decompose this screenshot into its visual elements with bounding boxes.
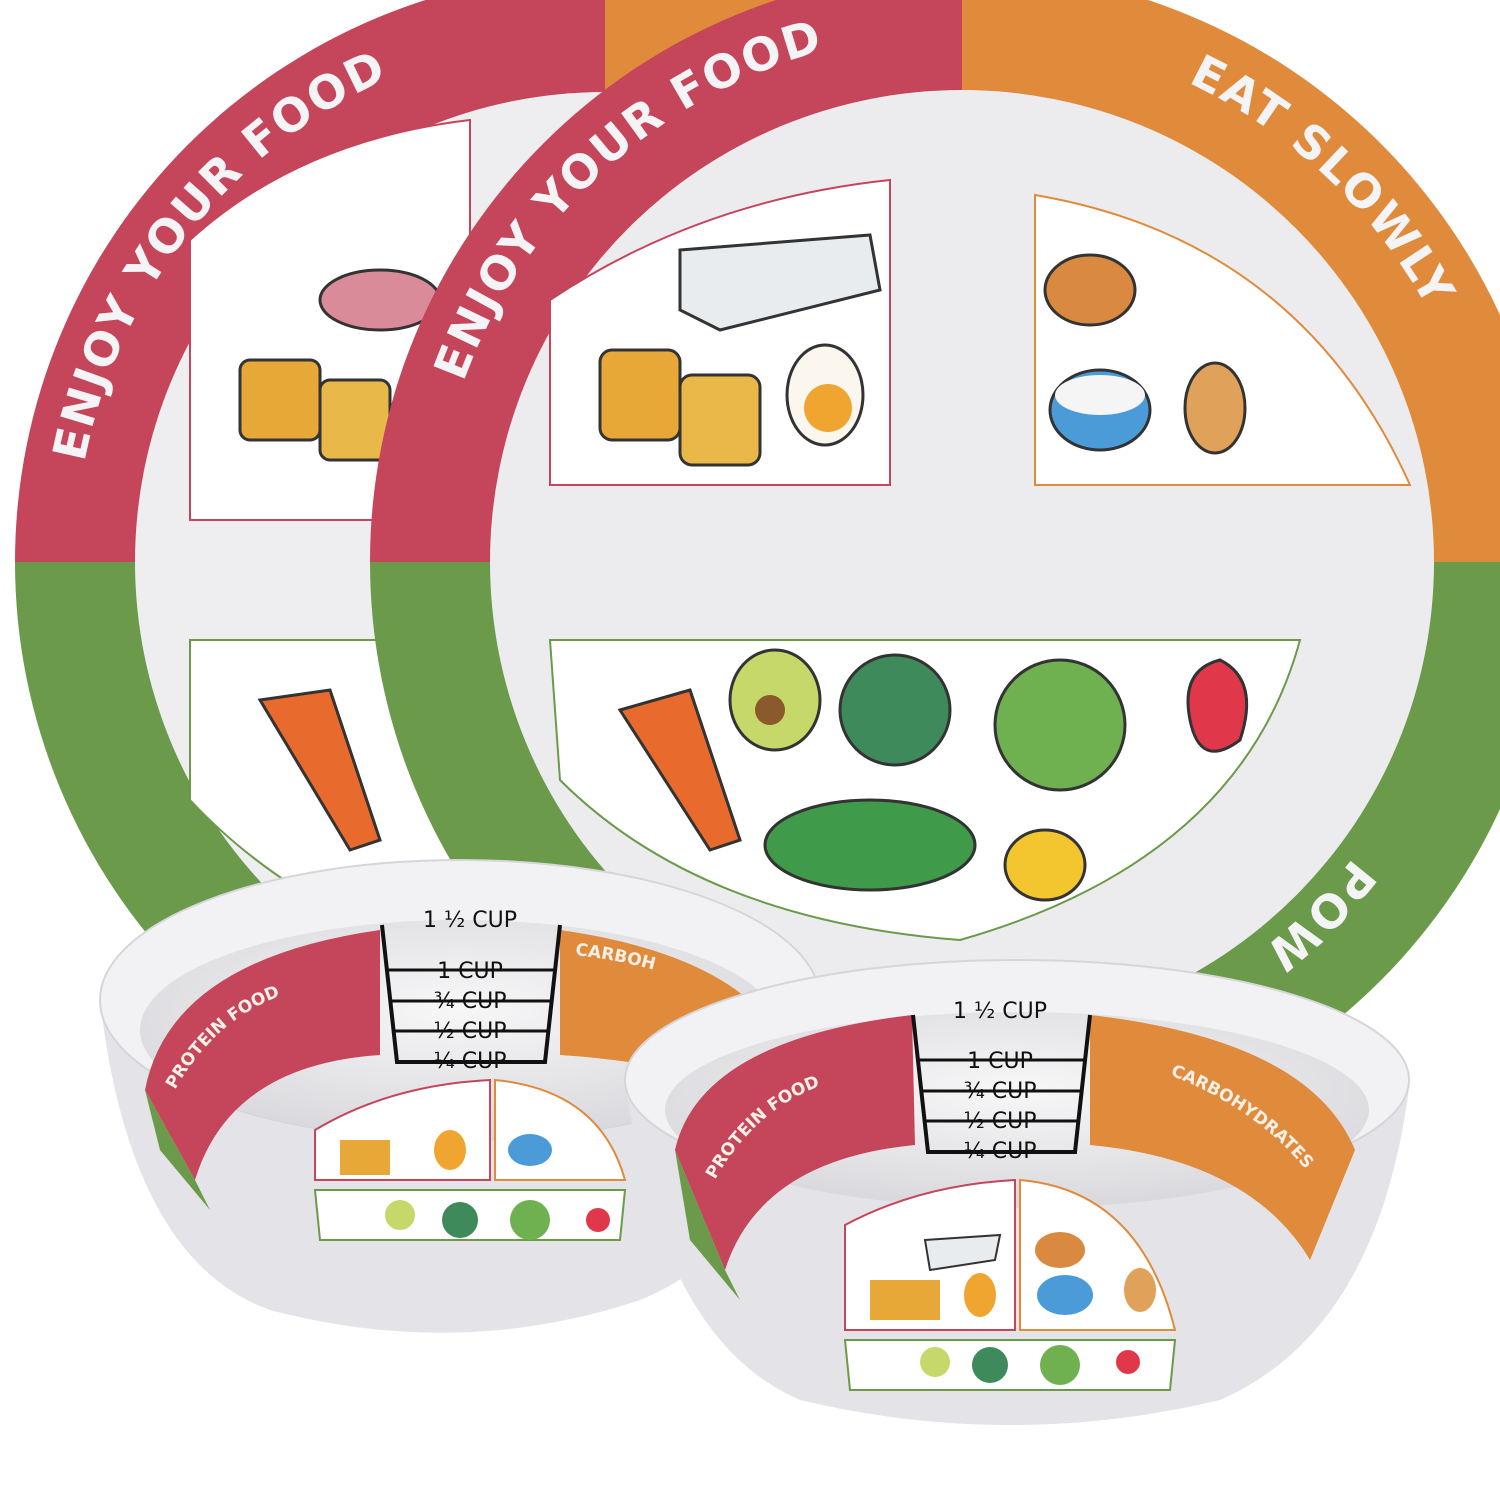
protein-band — [145, 930, 380, 1180]
cheese-icon — [238, 358, 322, 442]
measure-1-5-cup: 1 ½ CUP — [953, 999, 1047, 1024]
strawberry-icon — [1186, 658, 1249, 753]
measure-1-4-cup: ¼ CUP — [963, 1139, 1036, 1164]
measure-1-4-cup: ¼ CUP — [433, 1049, 506, 1074]
lemon-icon — [1003, 828, 1087, 902]
fish-fillet-icon — [678, 233, 882, 332]
lettuce-icon — [993, 658, 1127, 792]
measure-lines — [388, 968, 555, 1033]
carrot-icon — [257, 688, 382, 852]
rice — [1055, 375, 1145, 415]
measure-1-cup: 1 CUP — [437, 959, 503, 984]
measure-1-5-cup: 1 ½ CUP — [423, 908, 517, 933]
carrot-icon — [617, 688, 742, 852]
measure-3-4-cup: ¾ CUP — [433, 989, 506, 1014]
veg-band — [675, 1150, 740, 1300]
measure-lines — [919, 1058, 1085, 1123]
broccoli-icon — [838, 653, 952, 767]
measuring-cup-outline — [380, 924, 562, 1064]
mini-plate-graphic — [843, 1178, 1177, 1391]
mini-plate-graphic — [313, 1078, 627, 1241]
protein-band — [675, 1015, 915, 1270]
measuring-cup-outline — [911, 1014, 1092, 1154]
avocado-pit — [755, 695, 785, 725]
measure-3-4-cup: ¾ CUP — [963, 1079, 1036, 1104]
cheese-icon — [678, 373, 762, 467]
egg-yolk — [804, 384, 852, 432]
cheese-icon — [318, 378, 392, 462]
bowl-right: PROTEIN FOOD CARBOHYDRATES 1 ½ CUP 1 CUP… — [624, 959, 1410, 1425]
veg-band — [145, 1090, 210, 1210]
cheese-icon — [598, 348, 682, 442]
bread-roll-icon — [1043, 253, 1137, 327]
potato-icon — [1183, 361, 1247, 455]
cucumber-icon — [763, 798, 977, 892]
front-plate — [370, 0, 1500, 1154]
measure-1-2-cup: ½ CUP — [433, 1019, 506, 1044]
measure-1-2-cup: ½ CUP — [963, 1109, 1036, 1134]
measure-1-cup: 1 CUP — [967, 1049, 1033, 1074]
carbs-band — [1090, 1015, 1355, 1260]
